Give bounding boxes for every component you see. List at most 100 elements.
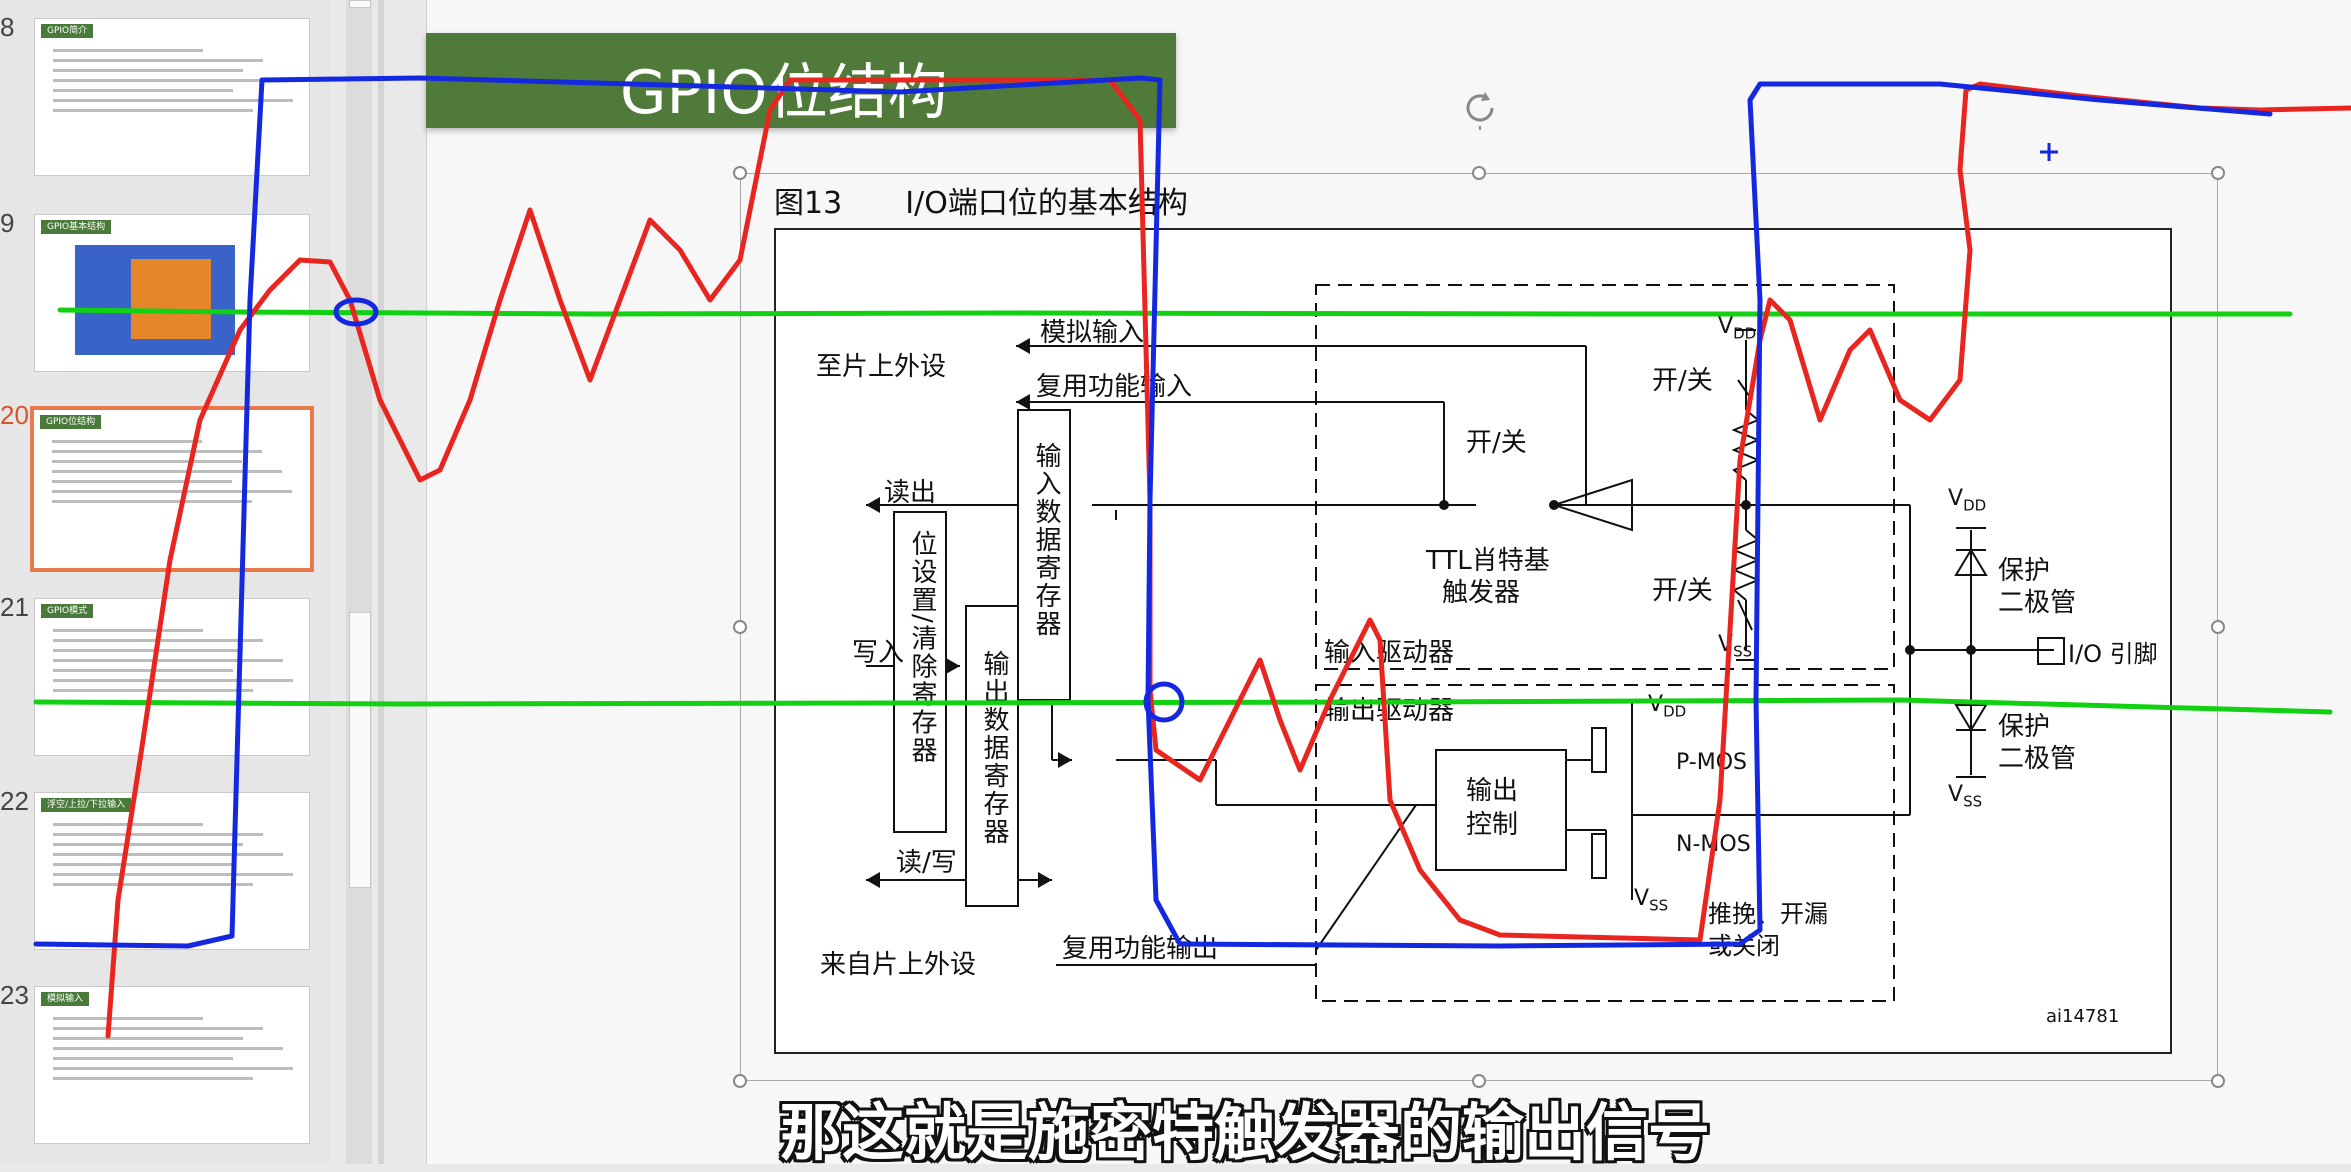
label-ttl-schmitt: TTL肖特基 — [1426, 546, 1550, 576]
slide-thumbnail[interactable]: GPIO模式 — [34, 598, 310, 756]
thumbnail-text-line — [53, 59, 263, 62]
resize-handle-ml[interactable] — [733, 620, 747, 634]
ink-green-line-top — [57, 307, 2293, 317]
label-output-control-1: 输出 — [1466, 776, 1519, 806]
thumbnail-text-line — [53, 1077, 253, 1080]
label-vdd-diode: VDD — [1948, 486, 1987, 515]
thumbnail-text-line — [53, 689, 253, 692]
thumbnail-text-line — [52, 450, 262, 453]
resize-handle-tm[interactable] — [1472, 166, 1486, 180]
label-vdd-pullup: VDD — [1718, 314, 1757, 343]
label-on-off-pullup: 开/关 — [1652, 366, 1713, 396]
slide-thumbnail[interactable]: GPIO简介 — [34, 18, 310, 176]
pane-divider[interactable] — [378, 0, 384, 1164]
scrollbar-top-cap — [349, 0, 371, 8]
thumbnail-title: GPIO简介 — [41, 24, 94, 38]
gpio-bit-structure-diagram: 至片上外设 模拟输入 复用功能输入 读出 写入 读/写 来自片上外设 复用功能输… — [774, 228, 2172, 1054]
thumbnail-title: GPIO位结构 — [40, 415, 102, 429]
slide-thumbnail[interactable]: 模拟输入 — [34, 986, 310, 1144]
label-vss-nmos: VSS — [1634, 886, 1669, 915]
label-to-peripheral: 至片上外设 — [816, 352, 947, 382]
thumbnail-figure — [75, 245, 235, 355]
figure-id: ai14781 — [2046, 1006, 2120, 1027]
resize-handle-bm[interactable] — [1472, 1074, 1486, 1088]
rotate-handle-icon[interactable] — [1458, 86, 1502, 130]
thumbnail-text-line — [53, 49, 203, 52]
thumbnail-text-line — [53, 99, 293, 102]
label-read-write: 读/写 — [896, 848, 957, 878]
thumbnail-title: GPIO模式 — [41, 604, 94, 618]
ink-blue-outline-left — [33, 75, 2273, 949]
thumbnail-text-line — [53, 109, 253, 112]
thumbnail-text-line — [52, 480, 232, 483]
resize-handle-tl[interactable] — [733, 166, 747, 180]
thumbnail-text-line — [53, 883, 253, 886]
thumbnail-text-line — [52, 490, 292, 493]
thumbnail-text-line — [53, 679, 293, 682]
label-alt-func-input: 复用功能输入 — [1036, 372, 1193, 402]
label-analog-input: 模拟输入 — [1040, 318, 1145, 348]
thumbnail-text-line — [53, 1057, 233, 1060]
label-push-pull: 推挽、开漏 — [1708, 900, 1828, 928]
label-protect-diode-top: 二极管 — [1998, 588, 2077, 618]
resize-handle-bl[interactable] — [733, 1074, 747, 1088]
ink-blue-circle-diagram — [1143, 681, 1185, 723]
thumbnail-title: 模拟输入 — [41, 992, 90, 1006]
resize-handle-mr[interactable] — [2211, 620, 2225, 634]
thumbnail-text-line — [53, 89, 233, 92]
thumbnail-number: 8 — [0, 12, 15, 42]
thumbnail-number: 23 — [0, 980, 29, 1010]
thumbnail-text-line — [53, 873, 293, 876]
thumbnail-number: 22 — [0, 786, 29, 816]
thumbnail-number: 21 — [0, 592, 29, 622]
figure-number: 图13 — [774, 186, 843, 221]
label-from-peripheral: 来自片上外设 — [820, 950, 977, 980]
thumbnail-text-line — [52, 440, 202, 443]
thumbnail-text-line — [53, 649, 243, 652]
scrollbar-thumb[interactable] — [349, 612, 371, 888]
thumbnail-title: 浮空/上拉/下拉输入 — [41, 798, 132, 812]
label-input-data-register: 输入数据寄存器 — [1031, 442, 1061, 638]
thumbnail-text-line — [53, 1027, 263, 1030]
label-io-pin: I/O 引脚 — [2068, 640, 2158, 668]
label-vss-diode: VSS — [1948, 782, 1983, 811]
thumbnail-text-line — [53, 1037, 243, 1040]
slide-thumbnail[interactable]: GPIO基本结构 — [34, 214, 310, 372]
label-bit-set-reset-register: 位设置/清除寄存器 — [907, 530, 937, 765]
thumbnail-text-line — [52, 470, 282, 473]
label-trigger: 触发器 — [1442, 578, 1521, 608]
thumbnail-text-line — [53, 863, 233, 866]
label-input-driver: 输入驱动器 — [1324, 638, 1455, 668]
thumbnail-text-line — [53, 69, 243, 72]
ink-red-waveform-left — [105, 77, 2351, 1039]
label-vdd-pmos: VDD — [1648, 692, 1687, 721]
label-output-data-register: 输出数据寄存器 — [979, 650, 1009, 846]
thumbnail-text-line — [53, 853, 283, 856]
thumbnail-number: 9 — [0, 208, 15, 238]
thumbnail-scrollbar[interactable] — [346, 0, 372, 1164]
resize-handle-tr[interactable] — [2211, 166, 2225, 180]
thumbnail-text-line — [53, 833, 263, 836]
label-write: 写入 — [852, 638, 905, 668]
thumbnail-text-line — [53, 669, 233, 672]
label-read-out: 读出 — [884, 478, 937, 508]
thumbnail-number: 20 — [0, 400, 29, 430]
label-alt-func-output: 复用功能输出 — [1062, 934, 1219, 964]
thumbnail-text-line — [53, 1067, 293, 1070]
thumbnail-text-line — [52, 500, 252, 503]
resize-handle-br[interactable] — [2211, 1074, 2225, 1088]
label-on-off-schmitt: 开/关 — [1466, 428, 1527, 458]
label-pmos: P-MOS — [1676, 750, 1747, 775]
thumbnail-text-line — [53, 659, 283, 662]
label-protect-bottom: 保护 — [1998, 712, 2051, 742]
label-on-off-pulldown: 开/关 — [1652, 576, 1713, 606]
thumbnail-text-line — [53, 1017, 203, 1020]
video-subtitle: 那这就是施密特触发器的输出信号 — [780, 1096, 1711, 1169]
circuit-lines — [866, 284, 2065, 1002]
label-output-control-2: 控制 — [1466, 810, 1519, 840]
cursor-crosshair-icon — [2040, 143, 2058, 161]
thumbnail-text-line — [53, 79, 283, 82]
label-protect-diode-bottom: 二极管 — [1998, 744, 2077, 774]
